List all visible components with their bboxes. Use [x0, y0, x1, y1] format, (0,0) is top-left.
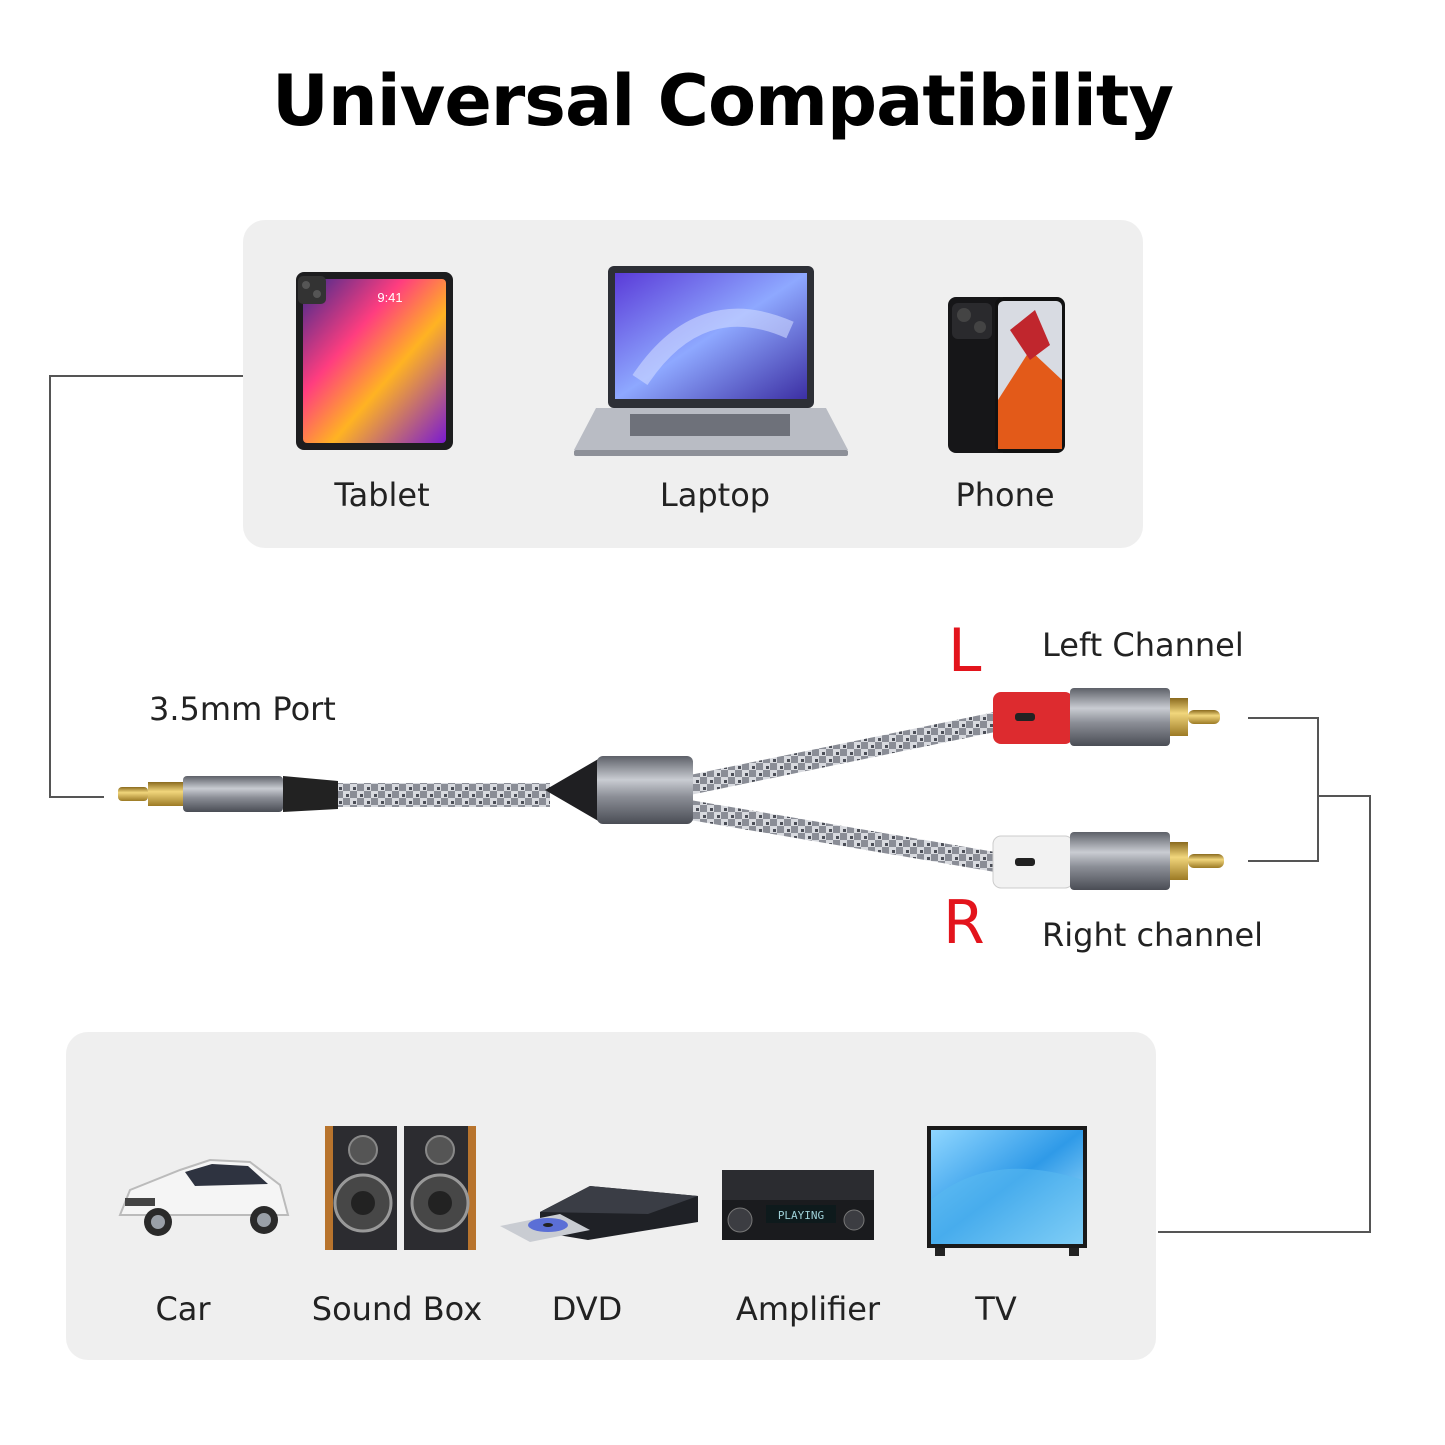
splitter-body [597, 756, 693, 824]
jack-housing [183, 776, 283, 812]
right-channel-label: Right channel [1042, 916, 1264, 954]
speakers-icon [325, 1126, 476, 1250]
phone-label: Phone [955, 476, 1055, 514]
laptop-label: Laptop [659, 476, 771, 514]
braided-cable-left [690, 712, 995, 795]
port-label: 3.5mm Port [149, 690, 336, 728]
phone-icon [948, 297, 1065, 453]
left-channel-label: Left Channel [1042, 626, 1244, 664]
rca-right-plug-icon [992, 832, 1224, 890]
tablet-label: Tablet [334, 476, 430, 514]
jack-tip [118, 787, 148, 801]
source-connector-line [49, 375, 243, 798]
dvd-player-icon [500, 1186, 698, 1242]
tablet-icon: 9:41 [296, 272, 453, 450]
tv-label: TV [975, 1290, 1017, 1328]
output-connector-line [1158, 795, 1371, 1233]
amplifier-icon: PLAYING [722, 1170, 874, 1240]
braided-cable-right [690, 800, 995, 872]
splitter-collar [545, 758, 600, 822]
laptop-icon [574, 266, 848, 456]
connector-lines [49, 375, 1371, 1233]
amplifier-display-text: PLAYING [778, 1209, 824, 1222]
rca-bracket-line [1248, 717, 1319, 862]
left-channel-letter: L [948, 616, 982, 686]
aux-cable-icon [118, 688, 1224, 890]
dvd-label: DVD [551, 1290, 623, 1328]
page-title: Universal Compatibility [272, 60, 1174, 142]
tv-icon [927, 1126, 1087, 1256]
sound-box-label: Sound Box [311, 1290, 483, 1328]
tablet-clock: 9:41 [377, 290, 402, 305]
car-label: Car [155, 1290, 211, 1328]
amplifier-label: Amplifier [735, 1290, 881, 1328]
right-channel-letter: R [943, 888, 985, 958]
car-icon [118, 1158, 290, 1236]
braided-cable-main [338, 783, 550, 807]
rca-left-plug-icon [993, 688, 1220, 746]
